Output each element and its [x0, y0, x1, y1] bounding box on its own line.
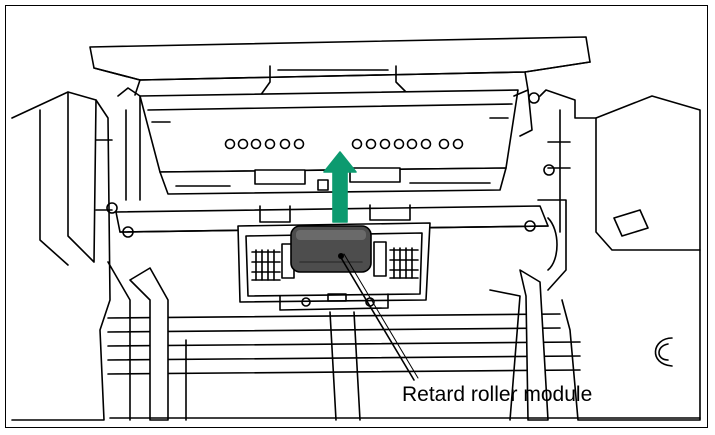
- callout-leader-line: [338, 253, 419, 381]
- right-side-housing: [513, 89, 701, 421]
- cover-holes: [224, 138, 464, 150]
- right-gear-assembly: [373, 241, 419, 279]
- callout-label: Retard roller module: [402, 383, 593, 406]
- left-side-housing: [11, 87, 141, 421]
- retard-roller-module: [290, 225, 372, 273]
- inner-cover-panel: [139, 89, 519, 195]
- lift-direction-arrow: [323, 151, 357, 223]
